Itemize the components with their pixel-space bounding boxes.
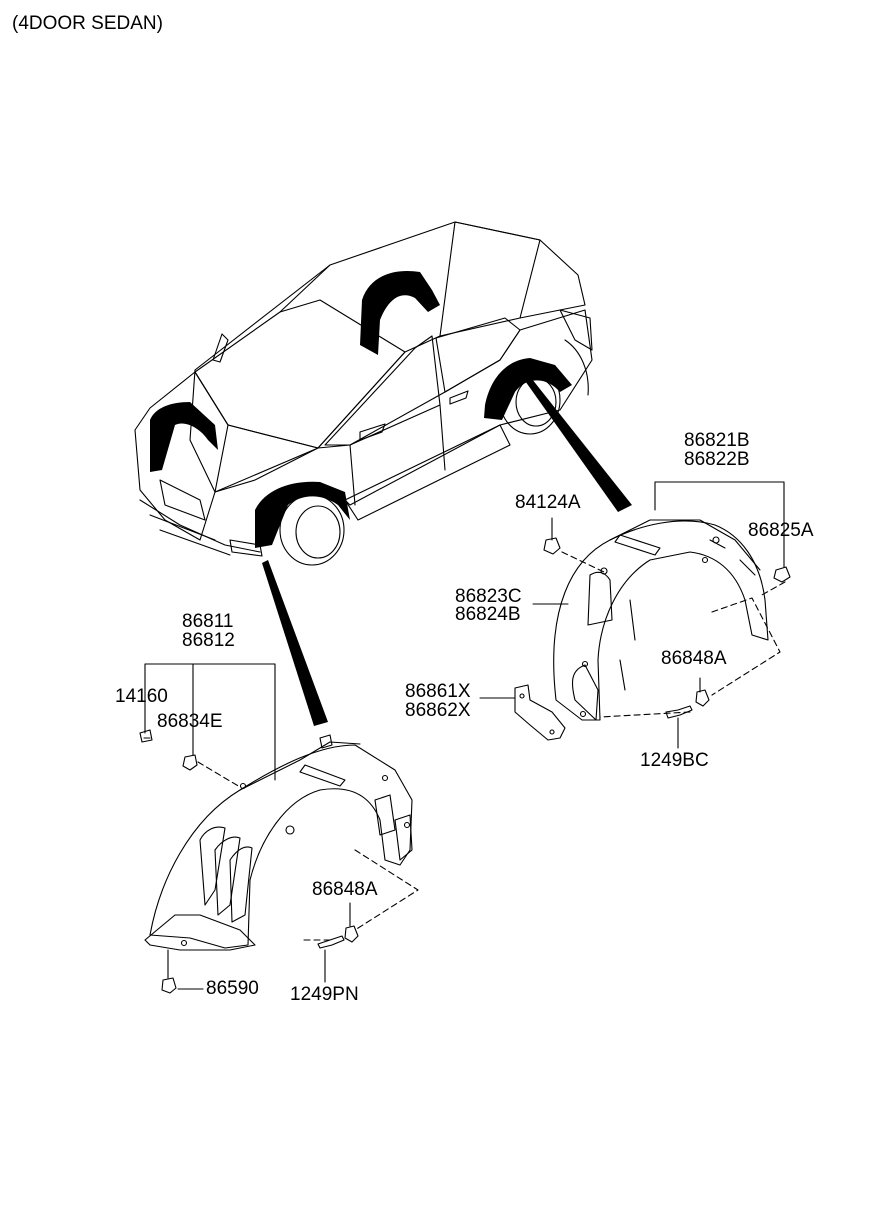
label-14160: 14160 [115,686,168,707]
label-1249bc: 1249BC [640,750,709,771]
label-86848a-rear: 86848A [661,648,727,669]
front-liner-illustration [139,729,413,994]
label-1249pn: 1249PN [290,984,359,1005]
car-liner-highlights [150,270,632,726]
label-86861x: 86861X [405,681,471,702]
label-86825a: 86825A [748,520,814,541]
label-86862x: 86862X [405,700,471,721]
label-86834e: 86834E [157,711,223,732]
diagram-title: (4DOOR SEDAN) [12,13,163,34]
label-86811: 86811 [182,611,234,632]
label-86812: 86812 [182,630,235,651]
label-86823c: 86823C [455,586,522,607]
rear-liner-illustration [514,519,791,741]
label-86590: 86590 [206,978,259,999]
car-illustration [134,221,593,566]
label-84124a: 84124A [515,492,581,513]
label-86824b: 86824B [455,604,521,625]
label-86848a-front: 86848A [312,879,378,900]
dashed-alignment [139,551,786,941]
label-86822b: 86822B [684,449,750,470]
label-86821b: 86821B [684,430,750,451]
leader-lines [144,481,785,990]
